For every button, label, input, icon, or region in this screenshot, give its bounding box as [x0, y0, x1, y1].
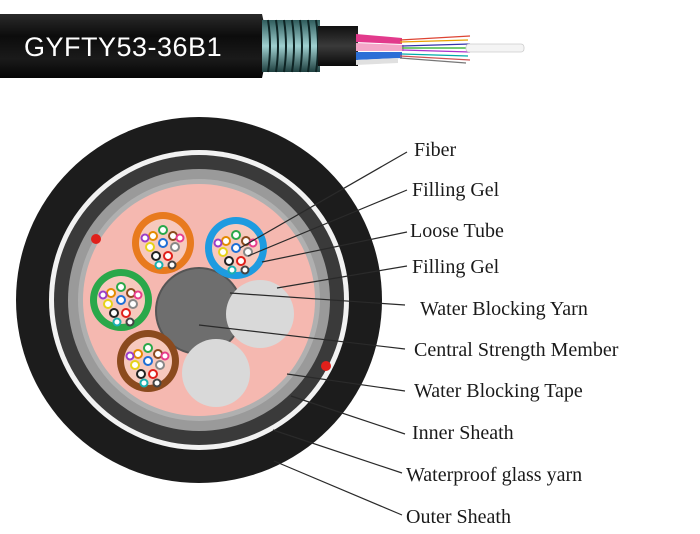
leader-outer-sheath: [273, 460, 403, 516]
loose-tube-brown: [117, 330, 179, 392]
leader-water-blocking-yarn: [229, 292, 406, 306]
callout-fiber: Fiber: [414, 139, 457, 161]
leader-water-blocking-tape: [286, 373, 406, 392]
loose-tube-orange: [132, 212, 194, 274]
leader-lines: [198, 151, 408, 516]
callout-outer-sheath: Outer Sheath: [406, 506, 511, 528]
callout-water-blocking-yarn: Water Blocking Yarn: [420, 298, 588, 320]
central-strength-member-shape: [156, 268, 242, 354]
inner-sheath-shape: [318, 26, 358, 66]
loose-tube-green: [90, 269, 152, 331]
ripcord-marker: [321, 361, 331, 371]
leader-waterproof-glass-yarn: [272, 429, 403, 474]
model-label: GYFTY53-36B1: [24, 32, 223, 62]
filler-rod: [226, 280, 294, 348]
filler-rod: [182, 339, 250, 407]
callout-inner-sheath: Inner Sheath: [412, 422, 514, 444]
fibers-side: [399, 35, 471, 64]
callout-central-strength-member: Central Strength Member: [414, 339, 619, 361]
leader-filling-gel-2: [276, 265, 408, 289]
callout-filling-gel: Filling Gel: [412, 256, 500, 278]
callout-loose-tube: Loose Tube: [410, 220, 504, 242]
ripcord-marker: [91, 234, 101, 244]
callout-waterproof-glass-yarn: Waterproof glass yarn: [406, 464, 583, 486]
leader-fiber: [239, 151, 408, 249]
loose-tubes-side: [356, 34, 404, 65]
leader-loose-tube: [261, 231, 408, 263]
steel-tape-armor: [262, 19, 320, 73]
cable-cross-section: [16, 117, 408, 516]
leader-filling-gel-1: [247, 189, 408, 257]
cable-side-view: [0, 14, 525, 78]
leader-inner-sheath: [290, 395, 406, 435]
leader-central-strength-member: [198, 324, 406, 350]
loose-tube-blue: [205, 217, 267, 279]
callout-filling-gel: Filling Gel: [412, 179, 500, 201]
outer-jacket-shape: [0, 14, 266, 78]
central-member-side: [465, 43, 525, 53]
callout-water-blocking-tape: Water Blocking Tape: [414, 380, 583, 402]
